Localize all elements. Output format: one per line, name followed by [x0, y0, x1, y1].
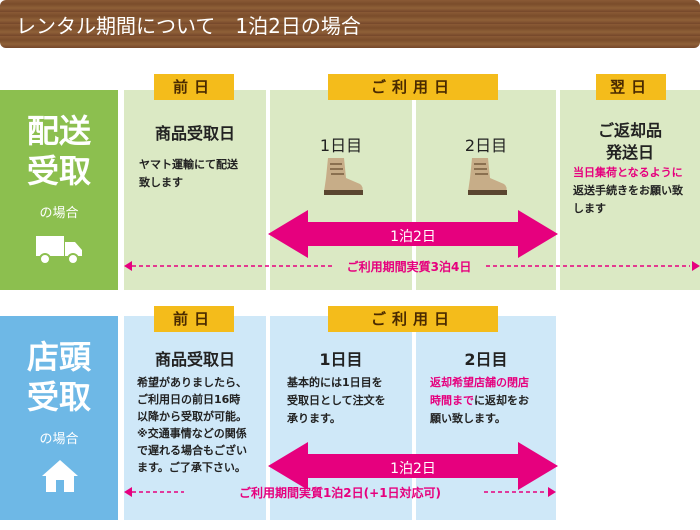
- store-before-text: 希望がありましたら、 ご利用日の前日16時 以降から受取が可能。 ※交通事情など…: [137, 374, 265, 476]
- delivery-before-head: 商品受取日: [154, 124, 235, 143]
- store-day2-text-line: 願い致します。: [430, 412, 506, 425]
- delivery-before-text: ヤマト運輸にて配送 致します: [139, 156, 264, 192]
- store-label-block: 店頭 受取 の場合: [0, 316, 118, 520]
- store-before-text-line: ご利用日の前日16時: [137, 393, 241, 406]
- delivery-before-text-line: ヤマト運輸にて配送: [139, 158, 238, 171]
- store-label-sub: の場合: [39, 432, 79, 447]
- store-before-text-line: 希望がありましたら、: [137, 376, 247, 389]
- boot-icon: [468, 158, 507, 195]
- store-before-note-line: ※交通事情などの関係: [137, 427, 247, 440]
- store-day1-text-line: 承ります。: [287, 412, 341, 425]
- title-banner: [0, 0, 700, 48]
- store-tab-use: ご利用日: [328, 306, 498, 332]
- delivery-cell-before: [124, 90, 266, 290]
- store-cell-before: [124, 316, 266, 520]
- delivery-label-line2: 受取: [26, 152, 91, 190]
- store-day2-text-inline: に返却をお: [474, 394, 529, 407]
- stay-arrow: [268, 210, 558, 258]
- delivery-after-pink-line: 当日集荷となるように: [573, 166, 683, 179]
- store-cell-day2: [416, 316, 556, 520]
- store-day2-pink-line: 返却希望店舗の閉店: [430, 376, 529, 389]
- delivery-label-sub: の場合: [39, 206, 79, 221]
- stay-arrow: [268, 442, 558, 490]
- store-before-head: 商品受取日: [154, 350, 235, 369]
- delivery-after-head-line: 発送日: [605, 143, 654, 162]
- period-dash-line: [124, 487, 556, 497]
- store-cell-day1: [270, 316, 412, 520]
- delivery-after-text-line: します: [573, 202, 606, 215]
- delivery-day2-head: 2日目: [464, 136, 508, 155]
- delivery-cell-after: [560, 90, 700, 290]
- store-label-line1: 店頭: [26, 338, 91, 376]
- page-title: レンタル期間について 1泊2日の場合: [16, 14, 361, 38]
- delivery-tab-use: ご利用日: [328, 74, 498, 100]
- delivery-day1-head: 1日目: [319, 136, 363, 155]
- store-day1-head: 1日目: [319, 350, 363, 369]
- store-period-label: ご利用期間実質1泊2日(+1日対応可): [238, 486, 442, 500]
- store-before-note-line: ます。ご了承下さい。: [137, 461, 246, 474]
- delivery-row: 配送 受取 の場合 前日 ご利用日 翌日 商品受取日 ヤマト運輸にて配送 致しま…: [0, 72, 700, 290]
- delivery-after-text: 当日集荷となるように 返送手続きをお願い致 します: [573, 164, 698, 218]
- store-before-text-line: 以降から受取が可能。: [137, 410, 247, 423]
- delivery-before-text-line: 致します: [139, 176, 183, 189]
- store-tab-before: 前日: [154, 306, 234, 332]
- delivery-arrow-label: 1泊2日: [390, 229, 436, 245]
- store-day2-head: 2日目: [464, 350, 508, 369]
- delivery-after-text-line: 返送手続きをお願い致: [573, 184, 683, 197]
- store-before-note-line: で遅れる場合もござい: [137, 444, 247, 457]
- delivery-after-head: ご返却品 発送日: [560, 120, 700, 164]
- store-day2-pink-line: 時間まで: [430, 394, 474, 407]
- delivery-after-head-line: ご返却品: [597, 121, 662, 140]
- delivery-tab-before: 前日: [154, 74, 234, 100]
- store-day1-text: 基本的には1日目を 受取日として注文を 承ります。: [287, 374, 411, 428]
- store-label-line2: 受取: [26, 378, 91, 416]
- store-day1-text-line: 受取日として注文を: [287, 394, 386, 407]
- store-day2-text: 返却希望店舗の閉店 時間までに返却をお 願い致します。: [430, 374, 556, 428]
- store-arrow-label: 1泊2日: [390, 461, 436, 477]
- boot-icon: [324, 158, 363, 195]
- store-day1-text-line: 基本的には1日目を: [287, 376, 383, 389]
- store-row: 店頭 受取 の場合 前日 ご利用日 商品受取日 希望がありましたら、 ご利用日の…: [0, 304, 700, 520]
- truck-icon: [36, 236, 82, 265]
- delivery-label-block: 配送 受取 の場合: [0, 90, 118, 290]
- delivery-period-label: ご利用期間実質3泊4日: [346, 260, 472, 274]
- delivery-label-line1: 配送: [26, 112, 91, 150]
- period-dash-line: [124, 261, 700, 271]
- delivery-tab-after: 翌日: [596, 74, 666, 100]
- house-icon: [42, 460, 78, 492]
